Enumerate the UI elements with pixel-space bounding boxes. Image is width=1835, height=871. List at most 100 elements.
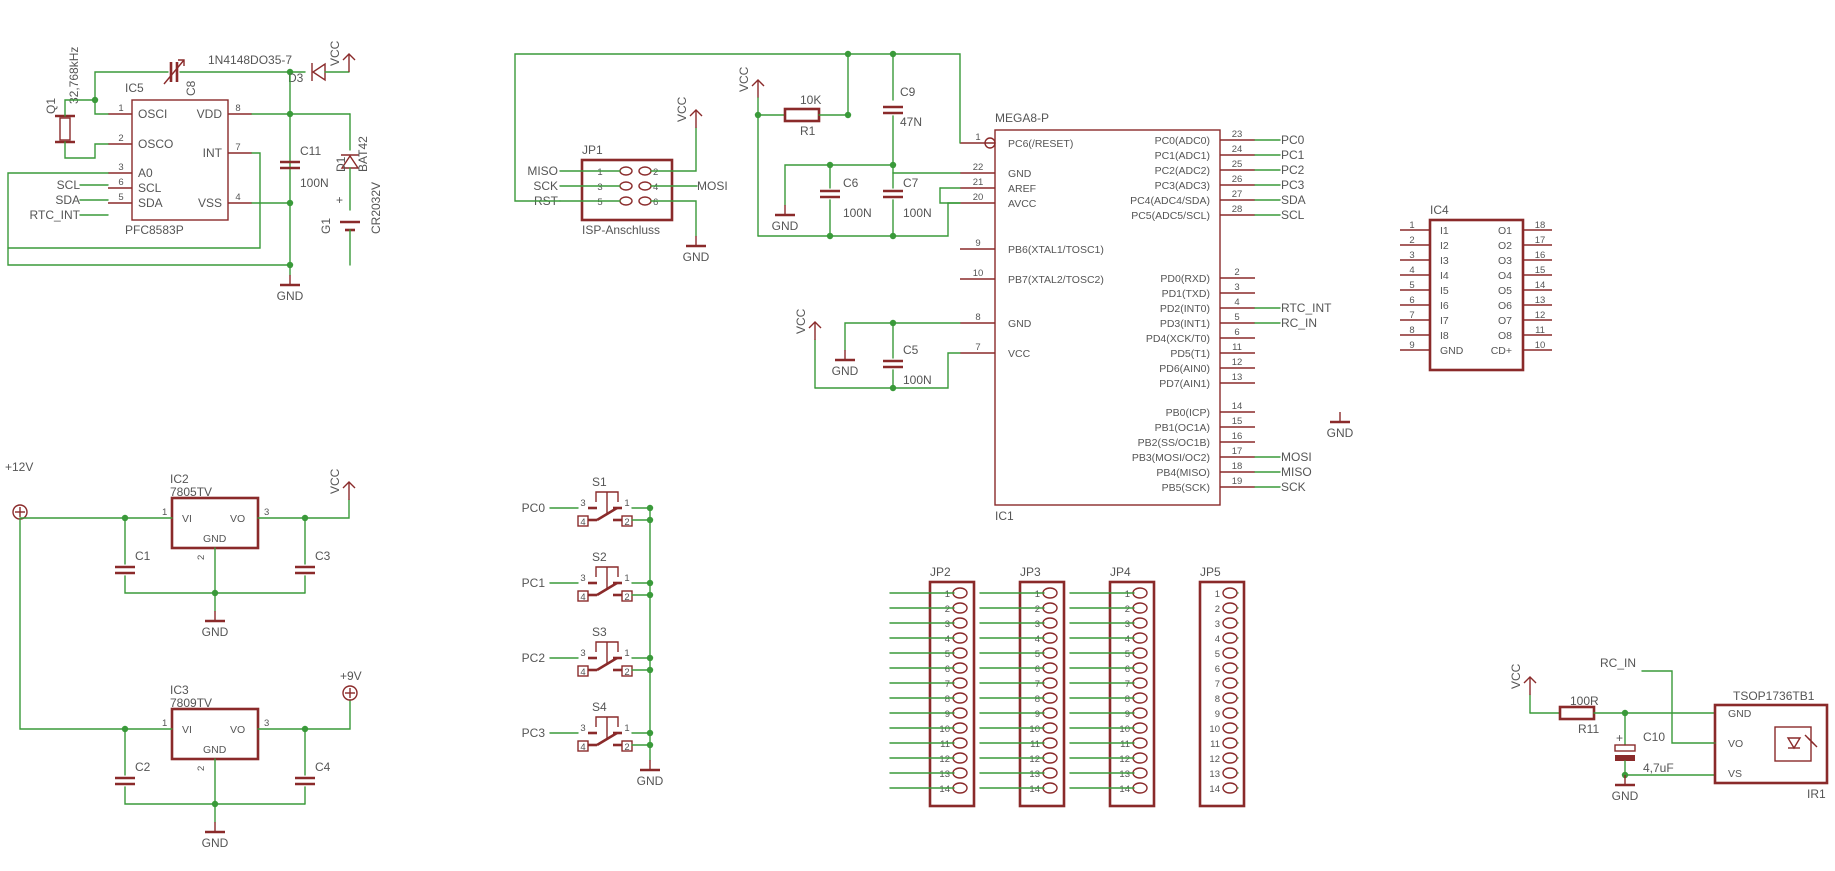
- c10-label: C10: [1643, 730, 1665, 744]
- switch-net-label: PC1: [522, 576, 546, 590]
- ic1-pin-number: 28: [1232, 204, 1243, 215]
- header-pin-pad: [1042, 677, 1058, 689]
- gnd-label: GND: [637, 774, 664, 788]
- header-pin-number: 7: [1035, 679, 1040, 690]
- c9-label: C9: [900, 85, 916, 99]
- wire: [757, 202, 961, 237]
- net-label-sda: SDA: [55, 193, 80, 207]
- isp-net-label: MISO: [527, 164, 558, 178]
- ic1-pin-number: 15: [1232, 416, 1243, 427]
- reg9-pin-number: 3: [264, 718, 269, 729]
- ic1-pin-name: PC1(ADC1): [1155, 150, 1210, 162]
- header-pin-number: 2: [1035, 604, 1040, 615]
- switch-lever: [596, 656, 618, 672]
- reg5-pin-number: 2: [196, 555, 207, 560]
- header-pin-number: 12: [1119, 754, 1130, 765]
- header-pin-number: 5: [1215, 649, 1220, 660]
- wire: [939, 187, 961, 204]
- ic1-pin-name: PD2(INT0): [1160, 303, 1210, 315]
- ic4-pin-name: I8: [1440, 330, 1449, 342]
- ic4-pin-number: 15: [1535, 265, 1546, 276]
- header-pin-number: 6: [945, 664, 950, 675]
- ic1-pin-number: 19: [1232, 476, 1243, 487]
- ic1-pin-number: 3: [1234, 282, 1239, 293]
- header-pin-pad: [1042, 752, 1058, 764]
- ic1-pin-name: VCC: [1008, 348, 1031, 360]
- ic5-pin-number: 7: [235, 142, 240, 153]
- ic1-pin-number: 24: [1232, 144, 1243, 155]
- ic5-pin-number: 1: [118, 103, 123, 114]
- ic1-pin-name: PC6(/RESET): [1008, 138, 1073, 150]
- ic5-value: PFC8583P: [125, 223, 184, 237]
- ic1-pin-name: PD5(T1): [1170, 348, 1210, 360]
- header-pin-pad: [1222, 737, 1238, 749]
- tsop-pin-name: VO: [1728, 738, 1743, 750]
- ic4-pin-number: 11: [1535, 325, 1545, 336]
- trimmer-arrow: [178, 59, 185, 66]
- header-pin-number: 2: [945, 604, 950, 615]
- header-pin-number: 6: [1035, 664, 1040, 675]
- ic4-pin-name: O2: [1498, 240, 1512, 252]
- switch-label: S1: [592, 475, 607, 489]
- header-pin-number: 1: [945, 589, 950, 600]
- header-pin-pad: [1222, 782, 1238, 794]
- c5-value: 100N: [903, 373, 932, 387]
- mcu-net-label: SCL: [1281, 208, 1305, 222]
- ic1-pin-name: GND: [1008, 318, 1032, 330]
- ic1-pin-number: 4: [1234, 297, 1239, 308]
- header-body: [1108, 580, 1156, 808]
- photodiode-arrow: [1807, 737, 1818, 748]
- ic4-pin-number: 8: [1409, 325, 1414, 336]
- wire: [304, 499, 350, 519]
- header-pin-number: 5: [1035, 649, 1040, 660]
- ic1-pin-name: PB5(SCK): [1162, 482, 1210, 494]
- ic1-pin-name: PD7(AIN1): [1159, 378, 1210, 390]
- ic1-pin-name: AVCC: [1008, 198, 1037, 210]
- mcu-net-label: RC_IN: [1281, 316, 1317, 330]
- reg5-value: 7805TV: [170, 485, 212, 499]
- ic1-pin-number: 9: [975, 238, 980, 249]
- wire: [650, 200, 697, 237]
- ic1-pin-name: PD4(XCK/T0): [1146, 333, 1210, 345]
- g1-value: CR2032V: [369, 182, 383, 234]
- header-pin-number: 11: [1210, 739, 1220, 750]
- header-pin-number: 12: [1029, 754, 1040, 765]
- header-pin-number: 10: [939, 724, 950, 735]
- d3-label: D3: [288, 71, 304, 85]
- ic5-pin-name: OSCO: [138, 137, 173, 151]
- ic5-pin-number: 4: [235, 192, 240, 203]
- header-pin-pad: [952, 662, 968, 674]
- header-body: [928, 580, 976, 808]
- ic4-pin-name: CD+: [1491, 345, 1512, 357]
- header-pin-pad: [1132, 677, 1148, 689]
- resistor-r1: [783, 107, 821, 123]
- jp1-pin-pad: [619, 196, 633, 206]
- ic4-pin-number: 17: [1535, 235, 1546, 246]
- header-pin-pad: [1222, 632, 1238, 644]
- header-pin-number: 3: [1215, 619, 1220, 630]
- r1-label: R1: [800, 124, 816, 138]
- c9-value: 47N: [900, 115, 922, 129]
- reg9-pin-number: 1: [162, 718, 167, 729]
- ic1-pin-number: 16: [1232, 431, 1243, 442]
- ic1-pin-name: AREF: [1008, 183, 1036, 195]
- ic1-pin-name: PB7(XTAL2/TOSC2): [1008, 274, 1104, 286]
- wire: [94, 71, 169, 101]
- ic1-label: IC1: [995, 509, 1014, 523]
- reset-inversion: [984, 137, 996, 149]
- ic1-pin-number: 27: [1232, 189, 1243, 200]
- reg5-pin-name: VO: [230, 513, 245, 525]
- header-pin-number: 11: [940, 739, 950, 750]
- header-pin-number: 6: [1125, 664, 1130, 675]
- ic4-body: [1428, 218, 1525, 372]
- header-pin-number: 10: [1209, 724, 1220, 735]
- vcc-label: VCC: [737, 66, 751, 92]
- header-pin-pad: [1132, 617, 1148, 629]
- ic1-pin-number: 1: [975, 132, 980, 143]
- ic1-pin-name: PD1(TXD): [1162, 288, 1210, 300]
- switch-pin-number: 2: [624, 592, 629, 603]
- header-body: [1018, 580, 1066, 808]
- ic1-pin-name: PD6(AIN0): [1159, 363, 1210, 375]
- header-pin-pad: [1042, 737, 1058, 749]
